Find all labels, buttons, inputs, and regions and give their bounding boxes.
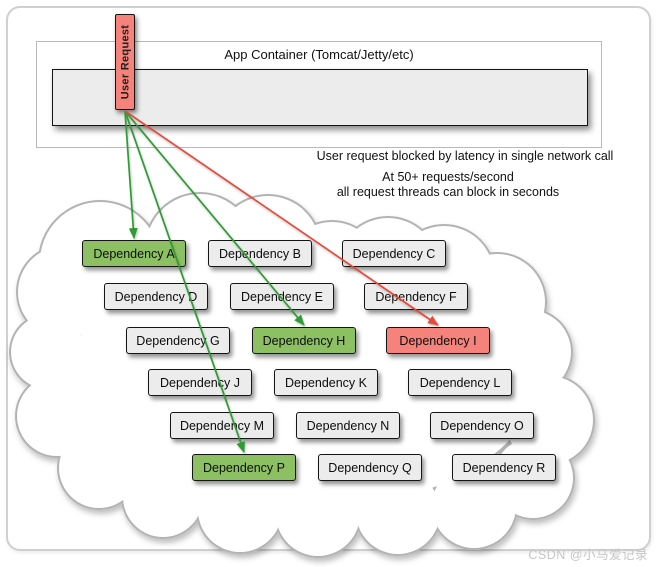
dependency-box-e: Dependency E: [230, 283, 334, 310]
throughput-note-line1: At 50+ requests/second: [382, 170, 514, 184]
dependency-box-g: Dependency G: [126, 327, 230, 354]
dependency-box-c: Dependency C: [342, 240, 446, 267]
dependency-box-k: Dependency K: [274, 369, 378, 396]
dependency-box-o: Dependency O: [430, 412, 534, 439]
dependency-box-i: Dependency I: [386, 327, 490, 354]
dependency-box-q: Dependency Q: [318, 454, 422, 481]
dependency-box-f: Dependency F: [364, 283, 468, 310]
watermark: CSDN @小马爱记录: [528, 548, 648, 562]
dependency-box-r: Dependency R: [452, 454, 556, 481]
dependency-box-j: Dependency J: [148, 369, 252, 396]
dependency-box-a: Dependency A: [82, 240, 186, 267]
throughput-note-line2: all request threads can block in seconds: [336, 184, 560, 199]
user-request-label: User Request: [119, 24, 132, 100]
user-request-box: User Request: [115, 14, 135, 110]
dependency-box-b: Dependency B: [208, 240, 312, 267]
throughput-note: At 50+ requests/second all request threa…: [258, 170, 638, 199]
latency-note: User request blocked by latency in singl…: [316, 149, 614, 163]
app-container-title: App Container (Tomcat/Jetty/etc): [224, 47, 414, 62]
dependency-box-l: Dependency L: [408, 369, 512, 396]
dependency-box-h: Dependency H: [252, 327, 356, 354]
dependency-box-n: Dependency N: [296, 412, 400, 439]
dependency-box-m: Dependency M: [170, 412, 274, 439]
dependency-box-p: Dependency P: [192, 454, 296, 481]
dependency-box-d: Dependency D: [104, 283, 208, 310]
